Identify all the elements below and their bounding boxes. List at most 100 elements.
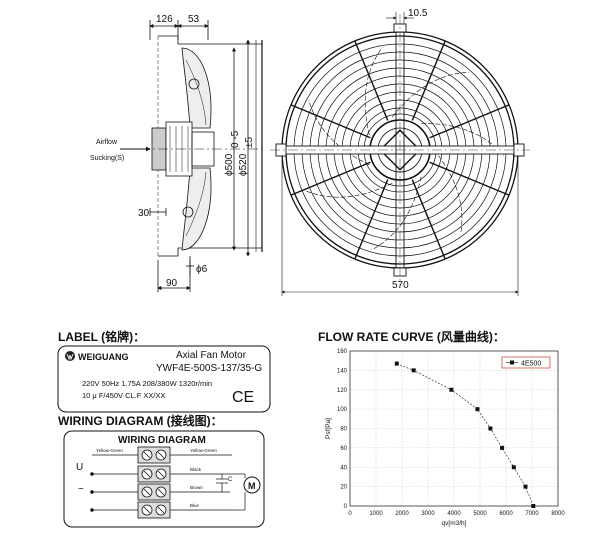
spec-line-2: 10 μ F/450V CL.F XX/XX	[82, 391, 166, 400]
u-label: U	[76, 462, 83, 473]
fan-blade-outline	[392, 71, 470, 118]
wire-brown: Brown	[190, 485, 203, 490]
grille-blades	[303, 47, 505, 251]
terminal-block	[137, 446, 171, 519]
x-tick-label: 4000	[447, 511, 461, 517]
airflow-label: Airflow	[96, 139, 118, 146]
grille-spoke	[290, 104, 371, 139]
wiring-box-title: WIRING DIAGRAM	[118, 435, 206, 446]
grille-spoke	[429, 161, 510, 196]
fan-blade-outline	[371, 176, 422, 251]
y-tick-label: 60	[340, 446, 347, 452]
grille-spoke	[411, 179, 446, 260]
motor-symbol	[243, 476, 261, 494]
data-point	[531, 504, 536, 508]
screw-slot	[157, 488, 165, 496]
dim-520: ϕ520	[238, 153, 249, 176]
screw-slot	[157, 470, 165, 478]
front-view	[270, 12, 530, 296]
y-tick-label: 120	[337, 388, 348, 394]
x-tick-label: 5000	[473, 511, 487, 517]
flow-section-title: FLOW RATE CURVE (风量曲线)：	[318, 329, 505, 344]
wire-yellow-green-left: Yellow-Green	[96, 448, 123, 453]
x-tick-label: 6000	[499, 511, 513, 517]
dim-570: 570	[392, 280, 409, 291]
grille-spoke	[290, 161, 371, 196]
x-axis-label: qv[m3/h]	[442, 520, 467, 527]
data-point	[523, 484, 528, 489]
y-tick-label: 40	[340, 465, 347, 471]
fan-blade-outline	[421, 123, 505, 156]
data-point	[500, 445, 505, 450]
wiring-box	[63, 430, 265, 528]
side-view	[120, 20, 263, 292]
y-tick-label: 0	[344, 504, 348, 510]
wiring-section-title: WIRING DIAGRAM (接线图)：	[58, 413, 223, 428]
motor-label: M	[248, 481, 256, 491]
x-tick-label: 3000	[421, 511, 435, 517]
grille-spoke	[354, 40, 389, 121]
dim-6: ϕ6	[196, 264, 208, 275]
screw-slot	[143, 470, 151, 478]
y-tick-label: 20	[340, 485, 347, 491]
dim-90: 90	[166, 278, 178, 289]
legend-marker	[510, 360, 514, 365]
screw-slot	[143, 506, 151, 514]
wiring-lines	[90, 454, 246, 512]
dim-520-tolerance: ±5	[244, 137, 255, 148]
y-tick-label: 100	[337, 407, 348, 413]
y-tick-label: 140	[337, 368, 348, 374]
grille-spoke	[411, 40, 446, 121]
legend-label: 4E500	[521, 360, 541, 367]
label-section-title: LABEL (铭牌)：	[58, 329, 145, 344]
data-point	[475, 407, 480, 412]
grille-spoke	[354, 179, 389, 260]
dim-10-5: 10.5	[408, 8, 428, 19]
wire-blue: Blue	[190, 503, 200, 508]
brand-name: WEIGUANG	[78, 352, 129, 362]
y-axis-label: Psf[Pa]	[325, 418, 332, 439]
grille-spoke	[429, 104, 510, 139]
spec-line-1: 220V 50Hz 1.75A 208/380W 1320r/min	[82, 379, 212, 388]
fan-blade-outline	[364, 47, 383, 136]
data-point	[411, 368, 416, 373]
legend-box	[501, 356, 551, 369]
data-point	[394, 361, 399, 366]
screw-slot	[157, 506, 165, 514]
x-tick-label: 7000	[525, 511, 539, 517]
dim-30: 30	[138, 208, 150, 219]
y-tick-label: 80	[340, 427, 347, 433]
model-number: YWF4E-500S-137/35-G	[156, 363, 262, 374]
dim-500: ϕ500	[224, 153, 235, 176]
fan-blade-outline	[303, 182, 393, 198]
screw-slot	[143, 488, 151, 496]
product-name: Axial Fan Motor	[176, 350, 247, 361]
capacitor-label: C	[228, 477, 233, 483]
ce-mark: CE	[232, 389, 254, 406]
x-tick-label: 0	[348, 511, 352, 517]
plot-frame	[349, 350, 559, 507]
dim-53: 53	[188, 14, 200, 25]
dim-126: 126	[156, 14, 173, 25]
data-point	[449, 387, 454, 392]
dim-500-tolerance: 0 -5	[230, 130, 241, 148]
data-point	[511, 465, 516, 470]
y-tick-label: 160	[337, 349, 348, 355]
grille-spokes	[290, 40, 510, 260]
fan-blade-outline	[433, 149, 463, 235]
tilde-label: ~	[78, 484, 84, 495]
screw-slot	[143, 451, 151, 459]
x-tick-label: 1000	[369, 511, 383, 517]
wire-black: Black	[190, 467, 202, 472]
brand-logo-icon	[65, 351, 75, 361]
nameplate-box	[57, 345, 271, 413]
data-point	[488, 426, 493, 431]
x-tick-label: 8000	[551, 511, 565, 517]
series-line	[396, 363, 534, 507]
wire-yellow-green-right: Yellow-Green	[190, 448, 217, 453]
fan-blade-outline	[308, 99, 370, 166]
flow-rate-chart: 0 1000 2000 3000 4000 5000 6000 7000 8000 0 20 40 60…	[325, 349, 565, 527]
x-tick-label: 2000	[395, 511, 409, 517]
sucking-label: Sucking(S)	[90, 155, 124, 162]
screw-slot	[157, 451, 165, 459]
